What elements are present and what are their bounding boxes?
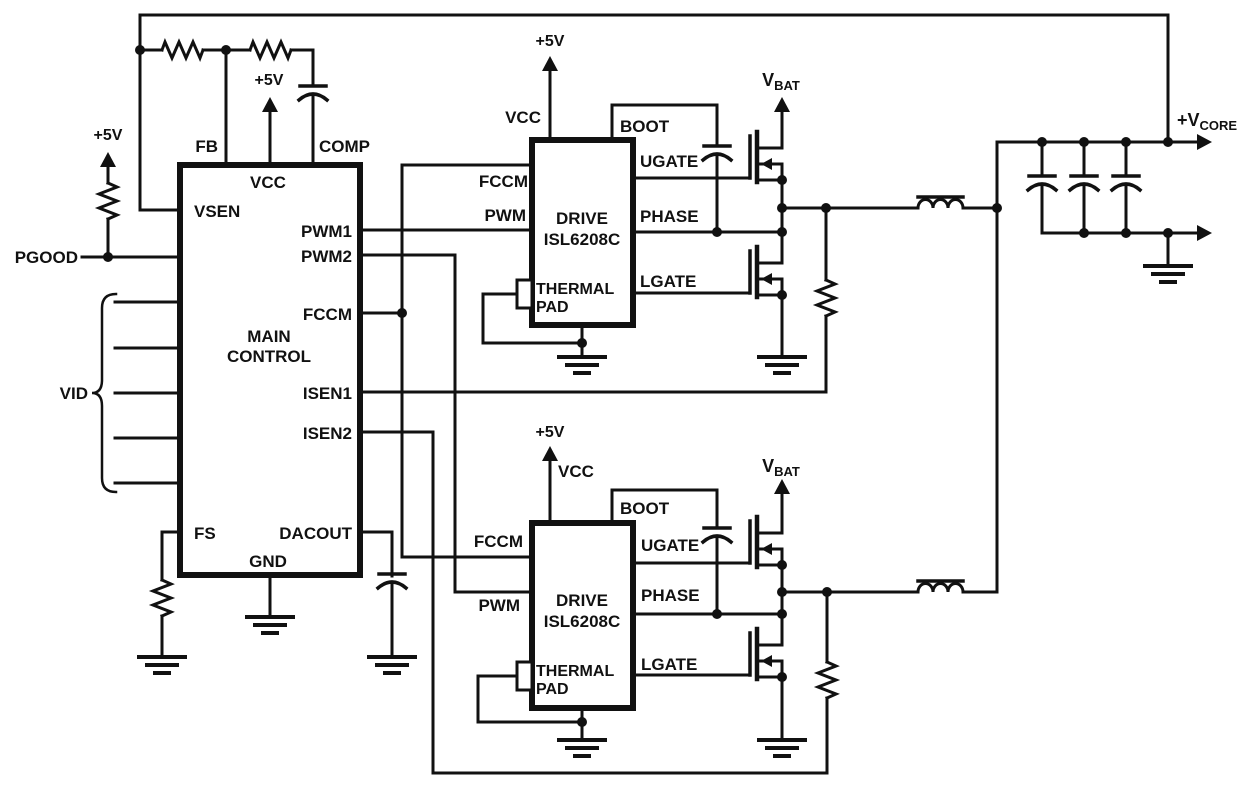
phase2-mosfet-ground [757, 738, 807, 758]
main-vcc-5v-arrow [262, 97, 278, 112]
driver2-5v-label: +5V [536, 424, 565, 441]
vcore-output-arrow [1197, 134, 1212, 150]
driver2-thermal-label-1: THERMAL [536, 663, 614, 680]
driver2-name-2: ISL6208C [544, 612, 621, 631]
driver1-pin-phase: PHASE [640, 207, 699, 226]
arrowheads [100, 56, 1212, 494]
fs-ground [137, 655, 187, 675]
driver1-5v-label: +5V [536, 33, 565, 50]
vbat2-label: VBAT [762, 456, 800, 479]
main-gnd-ground [245, 615, 295, 635]
dacout-ground [367, 655, 417, 675]
isen1-sense-resistor [812, 278, 840, 318]
output-ground [1143, 264, 1193, 284]
feedback-resistor-2 [248, 38, 293, 62]
pgood-label: PGOOD [15, 248, 78, 267]
driver1-name-1: DRIVE [556, 209, 608, 228]
driver2-pin-pwm: PWM [478, 596, 520, 615]
pin-label-pwm2: PWM2 [301, 247, 352, 266]
driver1-pin-pwm: PWM [484, 206, 526, 225]
pgood-5v-arrow [100, 152, 116, 167]
vid-brace [91, 292, 118, 494]
pin-label-fb: FB [195, 137, 218, 156]
pin-label-isen1: ISEN1 [303, 384, 352, 403]
main-vcc-5v-label: +5V [255, 72, 284, 89]
driver1-pin-ugate: UGATE [640, 152, 698, 171]
phase2-inductor [916, 579, 965, 594]
driver1-name-2: ISL6208C [544, 230, 621, 249]
driver1-pin-fccm: FCCM [479, 172, 528, 191]
driver1-pin-vcc: VCC [505, 108, 541, 127]
driver1-vcc-5v-arrow [542, 56, 558, 71]
driver1-thermal-label-2: PAD [536, 299, 569, 316]
driver2-pin-boot: BOOT [620, 499, 670, 518]
return-output-arrow [1197, 225, 1212, 241]
isen2-sense-resistor [813, 660, 841, 700]
phase1-inductor [916, 195, 965, 210]
vbat1-label: VBAT [762, 70, 800, 93]
driver1-thermal-label-1: THERMAL [536, 281, 614, 298]
pin-label-vcc: VCC [250, 173, 286, 192]
vbat1-arrow [774, 97, 790, 112]
driver2-pin-vcc: VCC [558, 462, 594, 481]
junction-dots [103, 45, 1173, 727]
pin-label-dacout: DACOUT [279, 524, 352, 543]
fs-resistor [148, 578, 176, 618]
pin-label-vsen: VSEN [194, 202, 240, 221]
driver2-ic [529, 520, 636, 711]
pin-label-comp: COMP [319, 137, 370, 156]
vid-label: VID [60, 384, 88, 403]
driver1-ic [529, 137, 636, 328]
pgood-pullup-resistor [94, 181, 122, 221]
pin-label-isen2: ISEN2 [303, 424, 352, 443]
main-control-name-2: CONTROL [227, 347, 311, 366]
driver1-pin-boot: BOOT [620, 117, 670, 136]
driver2-pin-lgate: LGATE [641, 655, 697, 674]
pgood-5v-label: +5V [94, 127, 123, 144]
resistors [94, 38, 841, 700]
driver2-thermal-label-2: PAD [536, 681, 569, 698]
pin-label-pwm1: PWM1 [301, 222, 352, 241]
driver2-pin-fccm: FCCM [474, 532, 523, 551]
capacitors [297, 84, 1142, 590]
driver1-pin-lgate: LGATE [640, 272, 696, 291]
driver1-thermal-pad-tab [515, 278, 534, 310]
pin-label-gnd: GND [249, 552, 287, 571]
vbat2-arrow [774, 479, 790, 494]
driver2-vcc-5v-arrow [542, 446, 558, 461]
phase1-mosfet-ground [757, 355, 807, 375]
feedback-resistor-1 [160, 38, 205, 62]
driver2-pin-phase: PHASE [641, 586, 700, 605]
vcore-label: +VCORE [1177, 110, 1237, 133]
driver2-thermal-pad-tab [515, 660, 534, 692]
pin-label-fccm: FCCM [303, 305, 352, 324]
driver2-name-1: DRIVE [556, 591, 608, 610]
wires [80, 13, 1199, 775]
driver1-ground [557, 355, 607, 375]
main-control-name-1: MAIN [247, 327, 290, 346]
main-control-ic [177, 162, 363, 578]
driver2-ground [557, 738, 607, 758]
driver2-pin-ugate: UGATE [641, 536, 699, 555]
pin-label-fs: FS [194, 524, 216, 543]
